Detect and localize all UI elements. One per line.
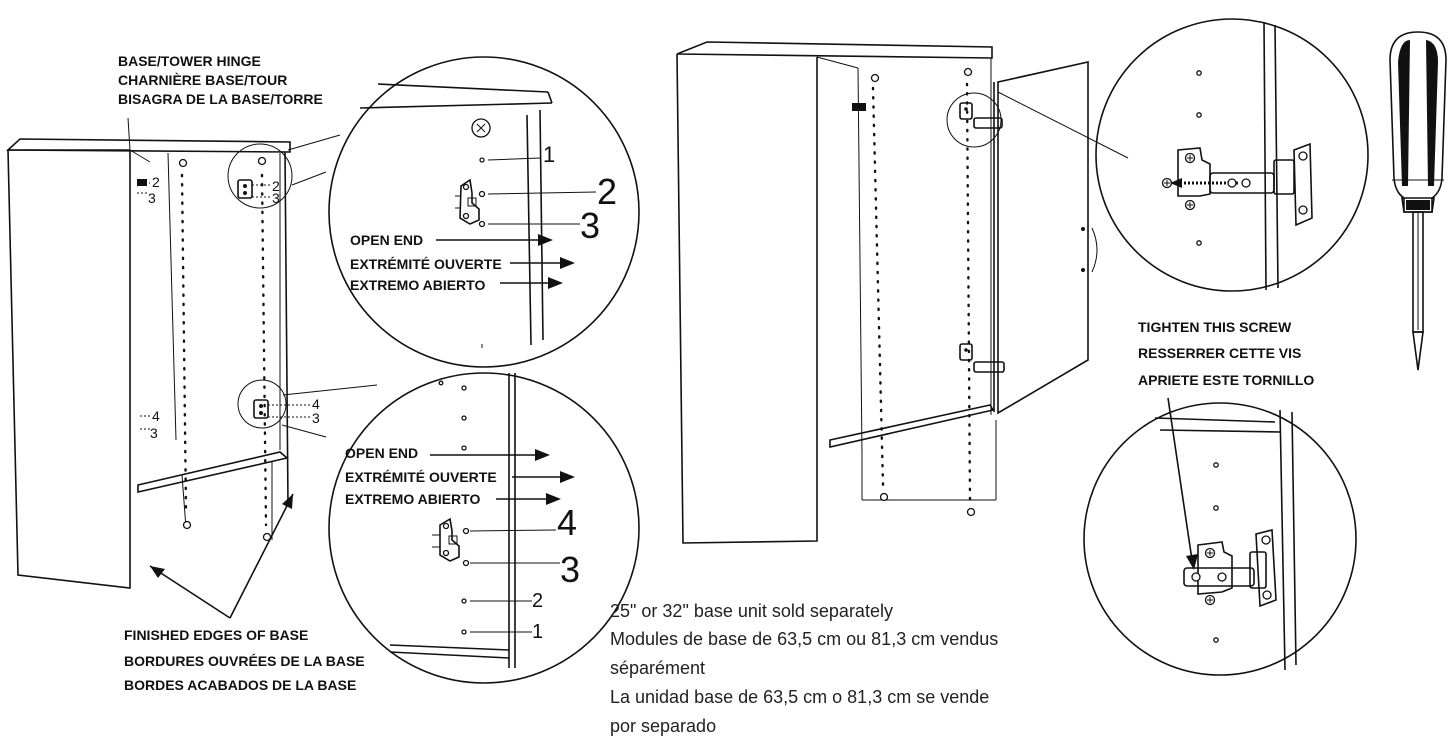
hole-number-large: 2 [597,171,617,212]
hole-number-label: 1 [543,142,555,167]
finished-edges-en: FINISHED EDGES OF BASE [124,627,308,643]
open-end-es: EXTREMO ABIERTO [350,277,485,293]
hole-number-label: 3 [150,425,158,441]
open-end-arrows-upper [436,234,575,289]
tower-cabinet-illustration [676,41,1129,544]
lower-hinge-detail-circle [328,372,640,684]
open-end-arrows-lower [430,449,575,505]
tighten-screw-fr: RESSERRER CETTE VIS [1138,345,1301,361]
hole-number-label: 1 [532,621,543,643]
open-end-es: EXTREMO ABIERTO [345,491,480,507]
base-unit-note-line-4: La unidad base de 63,5 cm o 81,3 cm se v… [610,687,989,707]
open-end-en: OPEN END [350,232,423,248]
tighten-screw-es: APRIETE ESTE TORNILLO [1138,372,1314,388]
base-unit-note-line-2: Modules de base de 63,5 cm ou 81,3 cm ve… [610,629,998,649]
finished-edges-arrows [149,493,294,619]
hole-number-label: 4 [312,396,320,412]
open-end-fr: EXTRÉMITÉ OUVERTE [345,469,497,485]
hole-number-label: 3 [272,190,280,206]
door-hinge-lower-icon [959,343,1005,373]
door-hinge-detail-circle [1095,18,1369,292]
hole-number-large: 3 [580,205,600,246]
finished-edges-fr: BORDURES OUVRÉES DE LA BASE [124,653,365,669]
hinge-title-fr: CHARNIÈRE BASE/TOUR [118,72,287,88]
base-unit-note-line-3: séparément [610,658,705,678]
hole-number-label: 2 [272,178,280,194]
tighten-screw-en: TIGHTEN THIS SCREW [1138,319,1292,335]
hinge-plate-icon [432,517,460,562]
hole-number-label: 2 [532,590,543,612]
hinge-plate-lower-icon [253,399,269,419]
open-end-fr: EXTRÉMITÉ OUVERTE [350,256,502,272]
hinge-plate-icon [455,178,480,225]
hole-number-label: 4 [152,408,160,424]
finished-edges-es: BORDES ACABADOS DE LA BASE [124,677,356,693]
tighten-screw-arrow [1167,397,1198,570]
hole-number-label: 3 [148,190,156,206]
base-unit-note-line-5: por separado [610,716,716,736]
screwdriver-icon [1389,31,1447,371]
open-end-en: OPEN END [345,445,418,461]
hinge-title-es: BISAGRA DE LA BASE/TORRE [118,91,323,107]
tighten-screw-detail-circle [1083,402,1357,676]
hole-number-label: 2 [152,174,160,190]
hole-number-large: 3 [560,549,580,590]
upper-hinge-detail-circle [328,56,640,368]
door-hinge-upper-icon [959,102,1003,129]
hole-number-label: 3 [312,410,320,426]
hinge-plate-upper-icon [237,179,253,199]
hole-number-large: 4 [557,502,577,543]
left-cabinet-illustration [5,134,378,589]
base-unit-note-line-1: 25" or 32" base unit sold separately [610,601,893,621]
hinge-title-en: BASE/TOWER HINGE [118,53,261,69]
